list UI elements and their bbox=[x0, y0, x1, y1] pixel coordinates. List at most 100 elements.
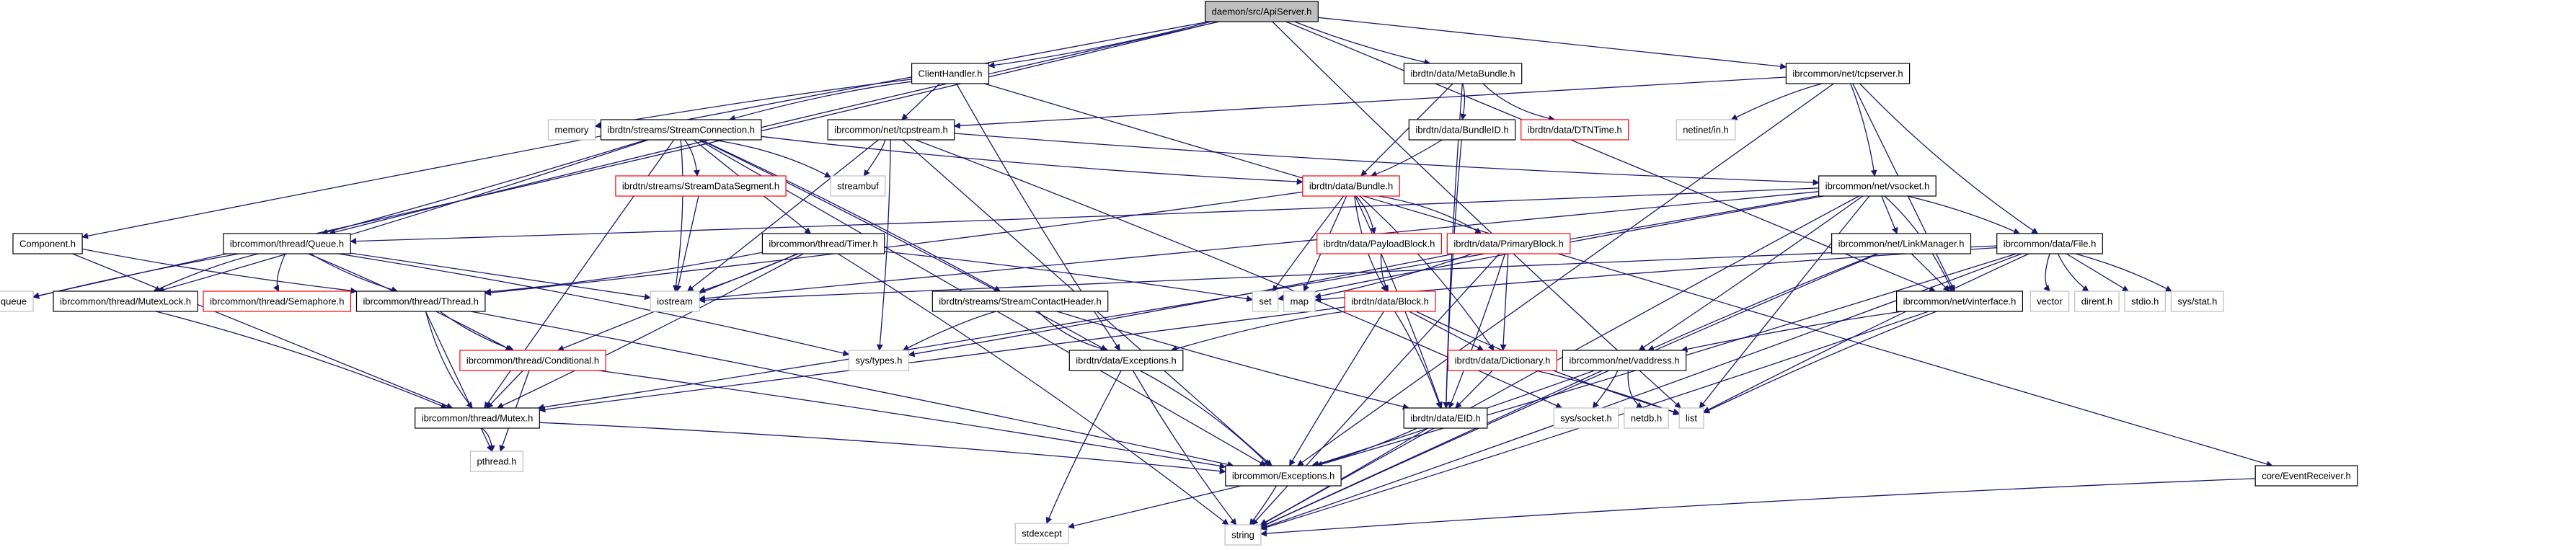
node-box bbox=[1996, 233, 2103, 254]
node-label: core/EventReceiver.h bbox=[2262, 471, 2351, 482]
node-memory: memory bbox=[547, 119, 596, 141]
node-systypes: sys/types.h bbox=[848, 350, 910, 371]
node-Component[interactable]: Component.h bbox=[12, 233, 83, 254]
edge-MutexLock-to-Mutex bbox=[156, 311, 448, 409]
edge-Thread-to-Mutex bbox=[425, 311, 473, 409]
node-label: stdio.h bbox=[2131, 296, 2159, 307]
node-MutexLock[interactable]: ibrcommon/thread/MutexLock.h bbox=[53, 290, 198, 312]
node-LinkManager[interactable]: ibrcommon/net/LinkManager.h bbox=[1831, 233, 1972, 254]
node-StreamContactHeader[interactable]: ibrdtn/streams/StreamContactHeader.h bbox=[931, 290, 1109, 312]
node-Bundle[interactable]: ibrdtn/data/Bundle.h bbox=[1302, 175, 1400, 197]
node-label: ibrdtn/data/MetaBundle.h bbox=[1410, 68, 1515, 79]
node-sysstat: sys/stat.h bbox=[2170, 290, 2224, 312]
node-Semaphore[interactable]: ibrcommon/thread/Semaphore.h bbox=[203, 290, 351, 312]
node-label: string bbox=[1231, 530, 1254, 541]
node-Exceptions[interactable]: ibrcommon/Exceptions.h bbox=[1225, 465, 1342, 487]
edge-Exceptions-to-stdexcept bbox=[1067, 485, 1241, 529]
edge-Timer-to-iostream bbox=[699, 253, 798, 293]
node-box bbox=[931, 290, 1109, 312]
edge-PrimaryBlock-to-Dictionary bbox=[1500, 253, 1509, 351]
node-Block[interactable]: ibrdtn/data/Block.h bbox=[1344, 290, 1436, 312]
node-ClientHandler[interactable]: ClientHandler.h bbox=[911, 63, 990, 84]
node-label: ibrdtn/streams/StreamConnection.h bbox=[607, 125, 754, 136]
node-box bbox=[355, 290, 486, 312]
node-box bbox=[1316, 233, 1442, 254]
node-stdexcept: stdexcept bbox=[1014, 523, 1069, 544]
node-label: set bbox=[1259, 296, 1272, 307]
node-label: ibrcommon/thread/Queue.h bbox=[230, 239, 344, 249]
node-ApiServer[interactable]: daemon/src/ApiServer.h bbox=[1204, 1, 1319, 22]
node-box bbox=[830, 175, 886, 197]
node-label: sys/types.h bbox=[855, 355, 902, 366]
node-label: memory bbox=[555, 125, 589, 136]
node-list: list bbox=[1678, 407, 1704, 429]
edge-Mutex-to-Exceptions bbox=[539, 422, 1226, 474]
node-Mutex[interactable]: ibrcommon/thread/Mutex.h bbox=[415, 407, 540, 429]
node-DataExceptions[interactable]: ibrdtn/data/Exceptions.h bbox=[1068, 350, 1184, 371]
node-box bbox=[761, 233, 885, 254]
edge-Bundle-to-Thread bbox=[484, 191, 1303, 296]
node-box bbox=[1403, 63, 1523, 84]
node-label: sys/stat.h bbox=[2177, 296, 2217, 307]
edge-Mutex-to-pthread bbox=[481, 427, 495, 452]
node-box bbox=[1818, 175, 1937, 197]
node-box bbox=[1896, 290, 2024, 312]
node-vinterface[interactable]: ibrcommon/net/vinterface.h bbox=[1896, 290, 2024, 312]
node-StreamDataSegment[interactable]: ibrdtn/streams/StreamDataSegment.h bbox=[615, 175, 787, 197]
node-vaddress[interactable]: ibrcommon/net/vaddress.h bbox=[1562, 350, 1687, 371]
node-File[interactable]: ibrcommon/data/File.h bbox=[1996, 233, 2103, 254]
node-box bbox=[12, 233, 83, 254]
node-MetaBundle[interactable]: ibrdtn/data/MetaBundle.h bbox=[1403, 63, 1523, 84]
node-Queue[interactable]: ibrcommon/thread/Queue.h bbox=[223, 233, 351, 254]
edge-ApiServer-to-tcpserver bbox=[1318, 17, 1787, 70]
edge-LinkManager-to-vaddress bbox=[1647, 253, 1878, 351]
node-label: ibrdtn/data/DTNTime.h bbox=[1528, 125, 1622, 136]
node-box bbox=[1224, 524, 1262, 546]
edge-Queue-to-Thread bbox=[310, 253, 399, 293]
node-DTNTime[interactable]: ibrdtn/data/DTNTime.h bbox=[1521, 119, 1629, 141]
node-map: map bbox=[1283, 290, 1316, 312]
node-EID[interactable]: ibrdtn/data/EID.h bbox=[1403, 407, 1488, 429]
node-Thread[interactable]: ibrcommon/thread/Thread.h bbox=[355, 290, 486, 312]
edge-tcpstream-to-streambuf bbox=[863, 139, 886, 177]
edge-Component-to-Mutex bbox=[72, 253, 453, 409]
edge-File-to-list bbox=[1703, 253, 2030, 413]
edge-LinkManager-to-vinterface bbox=[1911, 253, 1950, 292]
edge-PrimaryBlock-to-map bbox=[1314, 253, 1473, 299]
node-label: stdexcept bbox=[1022, 528, 1062, 539]
edge-vsocket-to-iostream bbox=[699, 191, 1819, 302]
edge-tcpserver-to-tcpstream bbox=[953, 76, 1787, 129]
edge-tcpserver-to-File bbox=[1859, 83, 2039, 234]
edge-Timer-to-set bbox=[884, 251, 1254, 302]
node-Timer[interactable]: ibrcommon/thread/Timer.h bbox=[761, 233, 885, 254]
node-label: map bbox=[1291, 296, 1309, 307]
node-StreamConnection[interactable]: ibrdtn/streams/StreamConnection.h bbox=[600, 119, 762, 141]
node-box bbox=[1068, 350, 1184, 371]
node-box bbox=[1014, 523, 1069, 544]
node-vsocket[interactable]: ibrcommon/net/vsocket.h bbox=[1818, 175, 1937, 197]
edge-tcpstream-to-systypes bbox=[876, 139, 891, 351]
edge-PrimaryBlock-to-systypes bbox=[908, 253, 1455, 358]
edge-PayloadBlock-to-Block bbox=[1380, 253, 1389, 292]
edge-Thread-to-Exceptions bbox=[470, 311, 1234, 468]
node-tcpserver[interactable]: ibrcommon/net/tcpserver.h bbox=[1785, 63, 1911, 84]
node-label: ibrdtn/data/Bundle.h bbox=[1309, 181, 1393, 192]
node-BundleID[interactable]: ibrdtn/data/BundleID.h bbox=[1408, 119, 1516, 141]
node-Dictionary[interactable]: ibrdtn/data/Dictionary.h bbox=[1447, 350, 1557, 371]
node-PayloadBlock[interactable]: ibrdtn/data/PayloadBlock.h bbox=[1316, 233, 1442, 254]
node-EventReceiver[interactable]: core/EventReceiver.h bbox=[2254, 465, 2358, 487]
node-tcpstream[interactable]: ibrcommon/net/tcpstream.h bbox=[827, 119, 955, 141]
node-netdb: netdb.h bbox=[1624, 407, 1669, 429]
node-Conditional[interactable]: ibrcommon/thread/Conditional.h bbox=[459, 350, 606, 371]
edge-DataExceptions-to-string bbox=[1132, 370, 1237, 525]
edge-MetaBundle-to-BundleID bbox=[1460, 83, 1467, 120]
edge-StreamDataSegment-to-iostream bbox=[675, 195, 699, 292]
node-box bbox=[53, 290, 198, 312]
node-label: vector bbox=[2037, 296, 2063, 307]
edge-tcpstream-to-vsocket bbox=[954, 133, 1820, 186]
edge-Bundle-to-PrimaryBlock bbox=[1378, 195, 1482, 234]
node-box bbox=[1283, 290, 1316, 312]
node-PrimaryBlock[interactable]: ibrdtn/data/PrimaryBlock.h bbox=[1446, 233, 1571, 254]
edge-Queue-to-MutexLock bbox=[153, 253, 259, 292]
